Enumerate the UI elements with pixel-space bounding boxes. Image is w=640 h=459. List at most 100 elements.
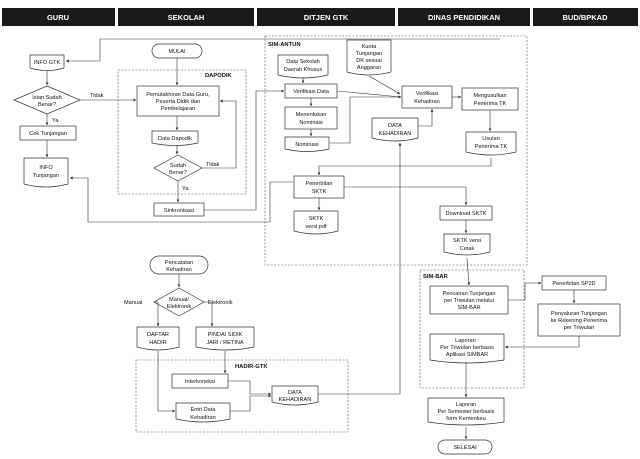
nominasi-label: Nominasi [295, 142, 318, 148]
edge-label-ya-2: Ya [182, 186, 189, 192]
edge-label-tidak-2: Tidak [206, 162, 220, 168]
interkoneksi-label: Interkoneksi [185, 379, 215, 385]
pencairan-tunjangan-box [429, 285, 509, 315]
lane-title-bud-bpkad: BUD/BPKAD [563, 13, 609, 22]
data-kehadiran-label-2: KEHADIRAN [379, 131, 412, 137]
penerbitan-sktk-label-1: Penerbitan [305, 181, 332, 187]
info-tunjangan-label-1: INFO [39, 165, 53, 171]
pencairan-label-2: per Triwulan melalui [444, 298, 494, 304]
edge-sudah-tidak [202, 99, 237, 169]
laporan-triwulan-label-2: Per Triwulan berbasis [440, 345, 494, 351]
info-gtk-document [29, 54, 65, 71]
edge-interkoneksi-to-datakeh [228, 380, 272, 396]
laporan-semester-label-1: Laporan [456, 402, 477, 408]
nominasi-document [284, 136, 330, 152]
data-kehadiran-hadir-document [271, 385, 319, 406]
info-gtk-label: INFO GTK [34, 60, 61, 66]
entri-data-kehadiran-document [175, 402, 231, 423]
laporan-semester-document [427, 397, 505, 426]
data-sekolah-label-2: Daerah Khusus [284, 67, 323, 73]
cek-tunjangan-box [19, 125, 77, 141]
manual-elektronik-label-1: Manual/ [169, 297, 189, 303]
download-sktk-label: Download SKTK [445, 211, 486, 217]
verifikasi-kehadiran-label-1: Verifikasi [416, 91, 438, 97]
verifikasi-data-label: Verifikasi Data [293, 89, 330, 95]
sktk-pdf-label-1: SKTK [309, 216, 324, 222]
entri-label-1: Entri Data [191, 407, 217, 413]
daftar-hadir-label-2: HADIR [149, 340, 166, 346]
edge-ditjen-to-info-gtk [65, 38, 500, 63]
edge-pencairan-to-sp2d [508, 281, 542, 301]
menentukan-label-1: Menentukan [296, 112, 327, 118]
sktk-pdf-document [293, 210, 339, 235]
entri-label-2: Kehadiran [190, 415, 216, 421]
data-dapodik-document [151, 130, 199, 146]
sudah-benar-label-1: Sudah [170, 163, 186, 169]
edge-daftar-to-entri [157, 351, 176, 413]
sinkronisasi-box [153, 202, 205, 217]
group-label-sim-antun: SIM-ANTUN [268, 42, 301, 48]
pindai-label-1: PINDAI SIDIK [208, 332, 243, 338]
laporan-triwulan-label-3: Aplikasi SIMBAR [446, 352, 488, 358]
pencatatan-label-2: Kehadiran [166, 267, 192, 273]
mulai-label: MULAI [168, 49, 186, 55]
lane-header-dinas-pendidikan [398, 8, 530, 26]
daftar-hadir-document [136, 326, 180, 351]
info-tunjangan-document [23, 157, 69, 188]
group-label-hadir-gtk: HADIR-GTK [235, 364, 268, 370]
laporan-semester-label-3: form Kemenkeu [446, 416, 485, 422]
cek-tunjangan-label: Cek Tunjangan [29, 131, 67, 137]
mengusulkan-label-1: Mengusulkan [473, 93, 506, 99]
sktk-cetak-label-2: Cetak [460, 246, 475, 252]
laporan-triwulan-document [429, 333, 505, 364]
edge-label-tidak-1: Tidak [90, 93, 104, 99]
pindai-sidik-jari-document [195, 326, 255, 351]
edge-penerbitan-to-download [344, 186, 468, 206]
manual-elektronik-label-2: Elektronik [167, 304, 192, 310]
group-label-sim-bar: SIM-BAR [423, 274, 449, 280]
data-kehadiran-document [371, 117, 419, 142]
lane-header-sekolah [118, 8, 254, 26]
verifikasi-kehadiran-label-2: Kehadiran [414, 99, 440, 105]
data-kehadiran-hadir-label-2: KEHADIRAN [279, 397, 312, 403]
edge-penyaluran-to-laporan [504, 336, 580, 349]
daftar-hadir-label-1: DAFTAR [147, 332, 169, 338]
lane-title-dinas-pendidikan: DINAS PENDIDIKAN [428, 13, 500, 22]
edge-label-manual: Manual [124, 300, 142, 306]
edge-decision-elektronik [204, 301, 214, 327]
sktk-cetak-label-1: SKTK versi [453, 238, 481, 244]
lane-title-sekolah: SEKOLAH [168, 13, 205, 22]
pemutakhiran-label-1: Pemutakhiran Data Guru, [146, 92, 210, 98]
penyaluran-tunjangan-box [537, 303, 621, 337]
lane-header-bud-bpkad [533, 8, 638, 26]
edge-verif-to-verifkeh [336, 90, 402, 99]
edge-cetak-to-pencairan [466, 257, 471, 286]
edge-datakeh-up [318, 142, 402, 395]
kuota-label-4: Anggaran [357, 65, 381, 71]
group-sim-antun [264, 35, 528, 266]
group-label-dapodik: DAPODIK [205, 73, 233, 79]
data-sekolah-label-1: Data Sekolah [286, 59, 320, 65]
pemutakhiran-label-2: Peserta Didik dan [156, 99, 200, 105]
pencairan-label-1: Pencairan Tunjangan [443, 291, 496, 297]
edge-entri-to-datakeh [230, 394, 272, 412]
penyaluran-label-2: ke Rekening Penerima [551, 318, 608, 324]
penerbitan-sp2d-label: Penerbitan SP2D [552, 281, 595, 287]
data-sekolah-dk-document [277, 54, 329, 79]
usulan-label-1: Usulan [482, 136, 499, 142]
pemutakhiran-label-3: Pembelajaran [161, 106, 196, 112]
mengusulkan-label-2: Penerima TK [474, 101, 507, 107]
data-dapodik-label: Data Dapodik [158, 136, 192, 142]
sudah-benar-label-2: Benar? [169, 170, 187, 176]
penyaluran-label-3: per Triwulan [564, 325, 594, 331]
group-sim-bar [419, 269, 525, 389]
edge-label-ya-1: Ya [52, 118, 59, 124]
laporan-semester-label-2: Per Semester berbasis [438, 409, 495, 415]
pencairan-label-3: SIM-BAR [457, 305, 480, 311]
pindai-label-2: JARI / RETINA [206, 340, 244, 346]
edge-nominasi-to-verifkeh [330, 95, 402, 144]
lane-title-ditjen-gtk: DITJEN GTK [304, 13, 349, 22]
pemutakhiran-box [136, 85, 220, 117]
edge-kuota-to-verifkeh [368, 75, 401, 95]
